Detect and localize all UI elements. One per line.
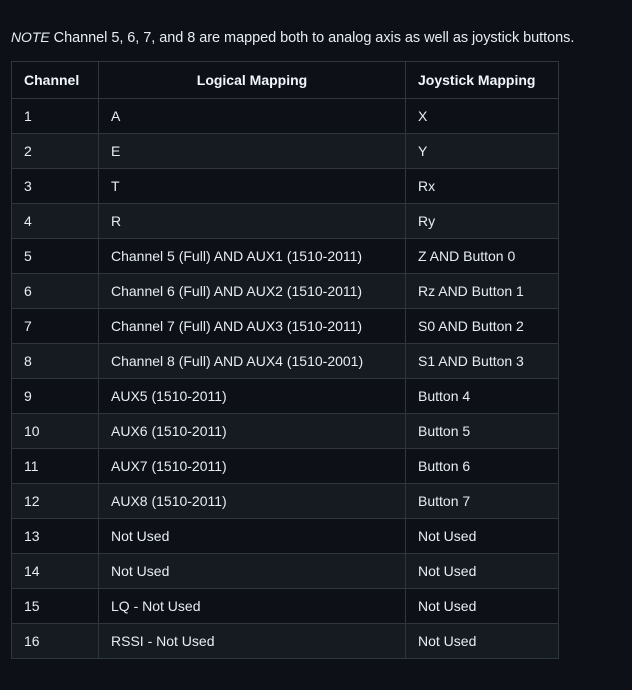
cell-channel: 11	[11, 447, 99, 484]
channel-mapping-table: Channel Logical Mapping Joystick Mapping…	[11, 60, 559, 659]
cell-channel: 4	[11, 202, 99, 239]
cell-logical-mapping: Not Used	[98, 517, 406, 554]
cell-joystick-mapping: Not Used	[405, 552, 559, 589]
cell-joystick-mapping: Ry	[405, 202, 559, 239]
cell-logical-mapping: Not Used	[98, 552, 406, 589]
cell-logical-mapping: E	[98, 132, 406, 169]
cell-joystick-mapping: Not Used	[405, 517, 559, 554]
cell-joystick-mapping: Z AND Button 0	[405, 237, 559, 274]
cell-logical-mapping: AUX8 (1510-2011)	[98, 482, 406, 519]
cell-channel: 14	[11, 552, 99, 589]
note-text: Channel 5, 6, 7, and 8 are mapped both t…	[49, 29, 575, 46]
cell-joystick-mapping: Not Used	[405, 622, 559, 659]
cell-channel: 5	[11, 237, 99, 274]
cell-joystick-mapping: Button 5	[405, 412, 559, 449]
cell-logical-mapping: T	[98, 167, 406, 204]
table-header-row: Channel Logical Mapping Joystick Mapping	[11, 60, 559, 99]
cell-joystick-mapping: X	[405, 97, 559, 134]
column-header-channel: Channel	[11, 60, 99, 99]
cell-joystick-mapping: Button 4	[405, 377, 559, 414]
cell-channel: 9	[11, 377, 99, 414]
cell-channel: 3	[11, 167, 99, 204]
cell-channel: 12	[11, 482, 99, 519]
note-label: NOTE	[11, 28, 50, 45]
cell-joystick-mapping: Rx	[405, 167, 559, 204]
cell-logical-mapping: Channel 8 (Full) AND AUX4 (1510-2001)	[98, 342, 406, 379]
cell-logical-mapping: A	[98, 97, 406, 134]
column-header-logical-mapping: Logical Mapping	[98, 60, 406, 99]
cell-channel: 8	[11, 342, 99, 379]
cell-joystick-mapping: S0 AND Button 2	[405, 307, 559, 344]
cell-logical-mapping: R	[98, 202, 406, 239]
cell-joystick-mapping: Button 6	[405, 447, 559, 484]
cell-channel: 2	[11, 132, 99, 169]
cell-channel: 6	[11, 272, 99, 309]
cell-logical-mapping: Channel 5 (Full) AND AUX1 (1510-2011)	[98, 237, 406, 274]
cell-logical-mapping: Channel 6 (Full) AND AUX2 (1510-2011)	[98, 272, 406, 309]
cell-logical-mapping: AUX7 (1510-2011)	[98, 447, 406, 484]
column-header-joystick-mapping: Joystick Mapping	[405, 60, 559, 99]
cell-channel: 10	[11, 412, 99, 449]
cell-logical-mapping: AUX5 (1510-2011)	[98, 377, 406, 414]
cell-channel: 16	[11, 622, 99, 659]
cell-channel: 7	[11, 307, 99, 344]
cell-joystick-mapping: Rz AND Button 1	[405, 272, 559, 309]
note-paragraph: NOTE Channel 5, 6, 7, and 8 are mapped b…	[11, 27, 621, 48]
cell-logical-mapping: RSSI - Not Used	[98, 622, 406, 659]
cell-joystick-mapping: Y	[405, 132, 559, 169]
document-body: NOTE Channel 5, 6, 7, and 8 are mapped b…	[11, 27, 621, 659]
table-header: Channel Logical Mapping Joystick Mapping	[11, 60, 559, 99]
cell-channel: 15	[11, 587, 99, 624]
cell-channel: 13	[11, 517, 99, 554]
cell-channel: 1	[11, 97, 99, 134]
cell-joystick-mapping: Button 7	[405, 482, 559, 519]
cell-logical-mapping: Channel 7 (Full) AND AUX3 (1510-2011)	[98, 307, 406, 344]
cell-logical-mapping: LQ - Not Used	[98, 587, 406, 624]
cell-joystick-mapping: Not Used	[405, 587, 559, 624]
cell-logical-mapping: AUX6 (1510-2011)	[98, 412, 406, 449]
cell-joystick-mapping: S1 AND Button 3	[405, 342, 559, 379]
